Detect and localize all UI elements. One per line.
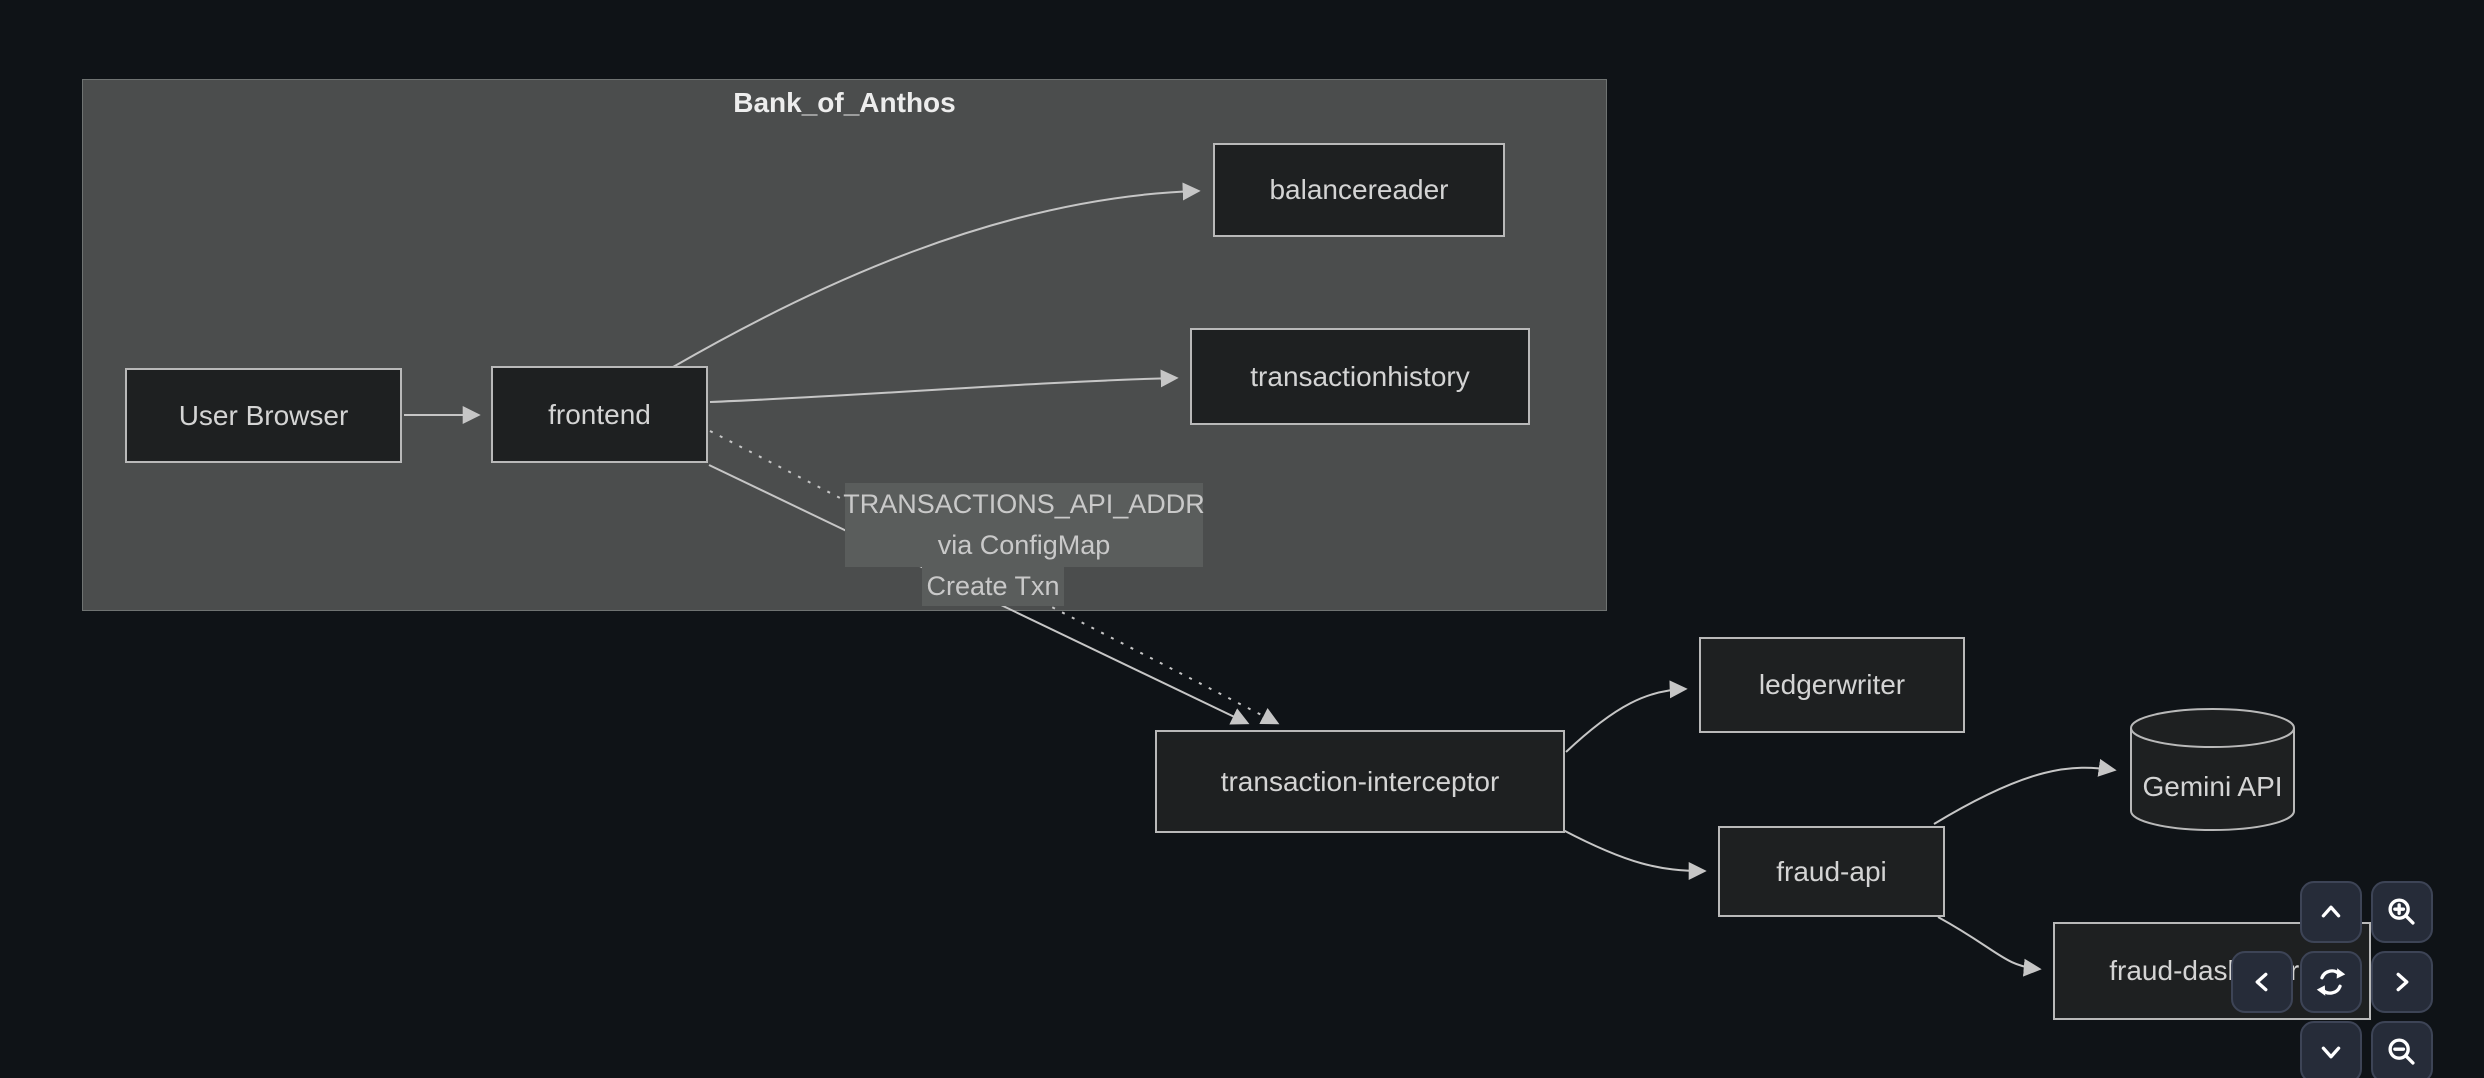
edge-fraudapi-gemini [1933,758,2117,825]
pan-right-button[interactable] [2371,951,2433,1013]
cluster-title: Bank_of_Anthos [733,87,956,118]
chevron-left-icon [2255,972,2268,992]
pan-down-button[interactable] [2300,1021,2362,1078]
zoom-out-button[interactable] [2371,1021,2433,1078]
refresh-icon [2316,968,2346,996]
cylinder-shape [2130,708,2295,831]
edge-interceptor-fraudapi [1562,829,1707,880]
node-frontend: frontend [491,366,708,463]
node-gemini-api: Gemini API [2129,707,2296,833]
reset-view-button[interactable] [2300,951,2362,1013]
edge-label-line2: via ConfigMap [937,530,1111,560]
pan-left-button[interactable] [2231,951,2293,1013]
chevron-up-icon [2321,905,2341,918]
edge-label-create-txn: Create Txn [922,566,1064,606]
edge-fraudapi-frauddashboard [1937,916,2042,977]
zoom-in-button[interactable] [2371,881,2433,943]
pan-up-button[interactable] [2300,881,2362,943]
zoom-in-icon [2388,898,2415,925]
zoom-out-icon [2388,1038,2415,1065]
chevron-right-icon [2396,972,2409,992]
node-balancereader: balancereader [1213,143,1505,237]
node-fraud-api: fraud-api [1718,826,1945,917]
node-ledgerwriter: ledgerwriter [1699,637,1965,733]
edge-frontend-balancereader [672,182,1201,368]
node-transactionhistory: transactionhistory [1190,328,1530,425]
node-transaction-interceptor: transaction-interceptor [1155,730,1565,833]
node-gemini-api-label: Gemini API [2142,771,2283,802]
edge-label-line1: TRANSACTIONS_API_ADDR [843,489,1205,519]
edge-interceptor-ledgerwriter [1565,680,1688,753]
node-user-browser: User Browser [125,368,402,463]
edge-frontend-transactionhistory [709,369,1179,403]
chevron-down-icon [2321,1046,2341,1059]
edge-label-transactions-api-addr: TRANSACTIONS_API_ADDR via ConfigMap [843,483,1205,567]
